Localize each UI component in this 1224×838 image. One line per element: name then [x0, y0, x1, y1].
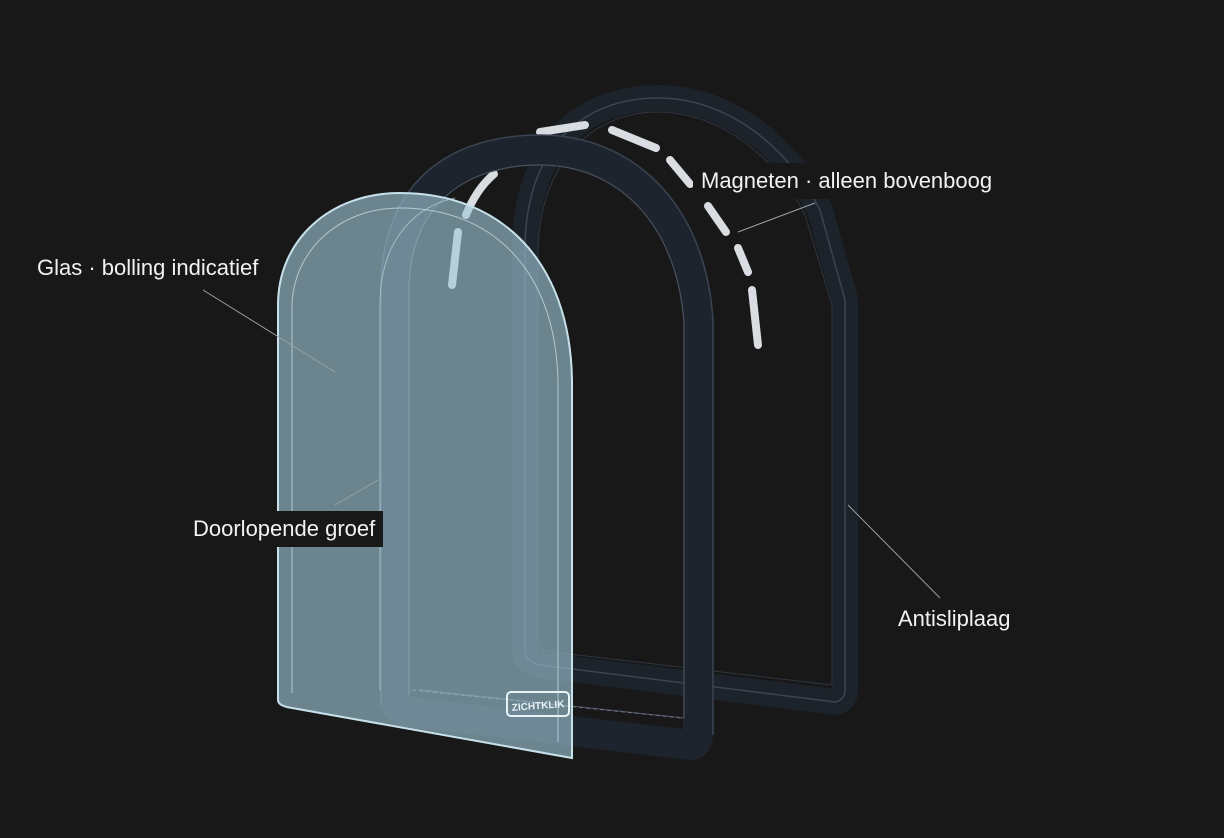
magnet-segment	[748, 286, 762, 349]
zichtklik-logo	[506, 691, 570, 717]
magnet-segment	[608, 126, 660, 152]
magnet-segment	[536, 121, 589, 136]
magnet-segment	[734, 244, 752, 276]
svg-text:ZICHTKLIK: ZICHTKLIK	[511, 699, 565, 714]
magnet-segment	[666, 156, 694, 188]
label-antislip: Antisliplaag	[890, 601, 1019, 637]
label-glass: Glas · bolling indicatief	[29, 250, 267, 286]
glass-pane: ZICHTKLIK	[277, 191, 573, 760]
leader-antislip	[847, 504, 941, 599]
leader-glass	[202, 289, 336, 373]
leader-groove	[334, 479, 379, 506]
leader-magnets	[737, 202, 816, 233]
label-magnets: Magneten · alleen bovenboog	[693, 163, 1001, 199]
magnet-segment	[704, 202, 730, 236]
label-groove: Doorlopende groef	[185, 511, 384, 547]
leader-lines	[202, 202, 941, 599]
